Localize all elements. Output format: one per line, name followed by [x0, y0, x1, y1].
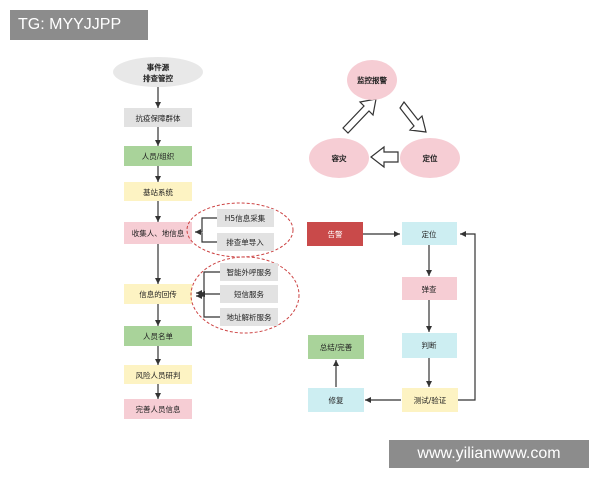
source-box: [217, 209, 274, 227]
service-box: [220, 285, 278, 303]
right-flowchart: 告警 定位 弹查 判断 测试/验证 修复 总结/完善: [307, 222, 476, 412]
source-label: H5信息采集: [225, 213, 266, 223]
cycle-node-label: 定位: [423, 153, 438, 163]
flow-step: 收集人、地信息: [124, 222, 192, 244]
locate-label: 定位: [422, 229, 437, 239]
alarm-label: 告警: [328, 229, 343, 239]
summary-label: 总结/完善: [320, 342, 353, 352]
collect-sources-group: H5信息采集 排查单导入: [186, 202, 294, 258]
summary-box: 总结/完善: [308, 335, 364, 359]
svg-text:抗疫保障群体: 抗疫保障群体: [136, 113, 181, 123]
cycle-diagram: 监控报警 定位 容灾: [309, 60, 460, 178]
flow-step: 人员/组织: [124, 146, 192, 166]
review-box: 弹查: [402, 277, 457, 300]
test-label: 测试/验证: [414, 395, 447, 405]
cycle-node-label: 监控报警: [357, 75, 387, 85]
flow-step: 信息的回传: [124, 284, 192, 304]
test-box: 测试/验证: [402, 388, 458, 412]
service-box: [220, 308, 278, 326]
repair-label: 修复: [329, 395, 344, 405]
alarm-box: 告警: [307, 222, 363, 246]
service-label: 短信服务: [234, 289, 264, 299]
service-label: 地址解析服务: [227, 312, 272, 322]
left-flowchart: 事件源 排查管控 抗疫保障群体 人员/组织 基站系统 收集人、地信息 信息的回传…: [113, 57, 300, 419]
cycle-node-label: 容灾: [331, 153, 347, 163]
judge-box: 判断: [402, 333, 457, 358]
left-connectors: [155, 87, 220, 399]
flow-start-node: 事件源 排查管控: [113, 57, 203, 87]
svg-text:人员名单: 人员名单: [143, 331, 173, 341]
repair-box: 修复: [308, 388, 364, 412]
cycle-node: 监控报警: [347, 60, 397, 100]
judge-label: 判断: [422, 340, 437, 350]
svg-text:基站系统: 基站系统: [143, 187, 173, 197]
flow-step: 基站系统: [124, 182, 192, 201]
flow-step: 完善人员信息: [124, 399, 192, 419]
flow-step: 抗疫保障群体: [124, 108, 192, 127]
start-line-2: 排查管控: [143, 73, 173, 83]
svg-text:收集人、地信息: 收集人、地信息: [132, 228, 185, 238]
locate-box: 定位: [402, 222, 457, 245]
source-label: 排查单导入: [226, 237, 264, 247]
service-box: [220, 263, 278, 281]
service-label: 智能外呼服务: [227, 267, 272, 277]
svg-text:风险人员研判: 风险人员研判: [136, 370, 181, 380]
top-tag: TG: MYYJJPP: [10, 10, 148, 40]
return-services-group: 智能外呼服务 短信服务 地址解析服务: [190, 256, 300, 334]
cycle-node: 定位: [400, 138, 460, 178]
svg-text:信息的回传: 信息的回传: [139, 289, 177, 299]
source-box: [217, 233, 274, 251]
flow-step: 风险人员研判: [124, 365, 192, 384]
bottom-watermark: www.yilianwww.com: [389, 440, 589, 468]
svg-text:人员/组织: 人员/组织: [142, 151, 175, 161]
right-connectors: [333, 231, 476, 403]
cycle-arrows: [342, 98, 427, 169]
svg-text:完善人员信息: 完善人员信息: [136, 404, 181, 414]
flow-step: 人员名单: [124, 326, 192, 346]
review-label: 弹查: [422, 284, 437, 294]
start-line-1: 事件源: [147, 62, 170, 72]
cycle-node: 容灾: [309, 138, 369, 178]
